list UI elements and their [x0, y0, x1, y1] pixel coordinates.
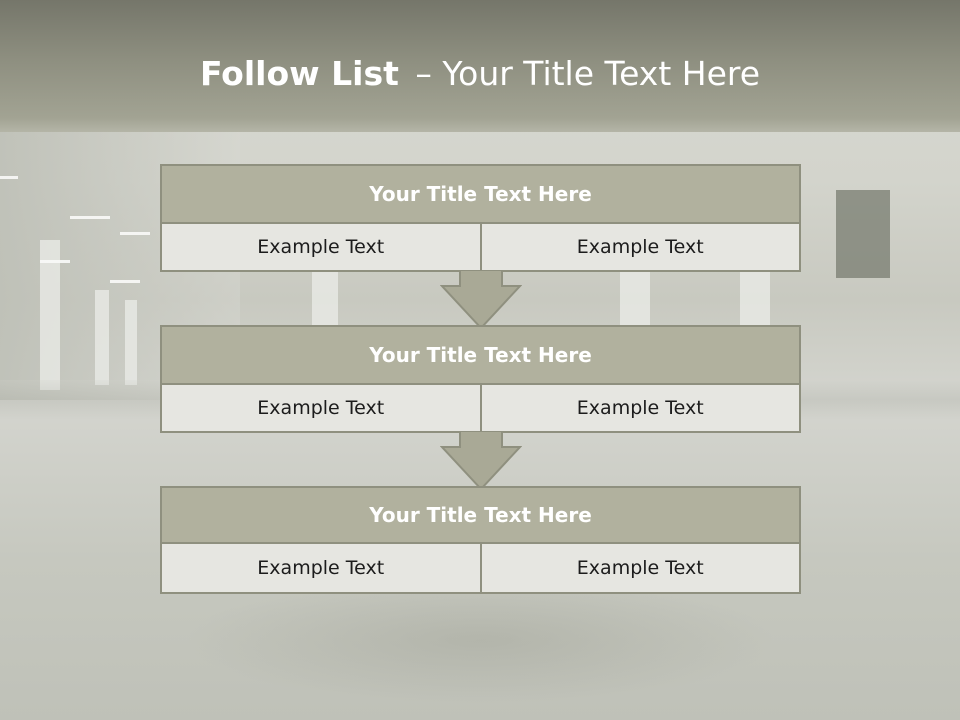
background-pillar — [125, 300, 137, 385]
background-ceiling-light — [40, 260, 70, 263]
step-right-text: Example Text — [479, 544, 799, 592]
down-arrow-icon — [440, 431, 522, 491]
step-right-text: Example Text — [479, 385, 799, 431]
background-pillar — [95, 290, 109, 385]
slide-title-bold: Follow List — [199, 54, 399, 93]
step-title: Your Title Text Here — [162, 488, 799, 544]
background-pillar — [312, 270, 338, 325]
slide-title: Follow List – Your Title Text Here — [0, 54, 960, 93]
background-ceiling-light — [110, 280, 140, 283]
step-box-1: Your Title Text Here Example Text Exampl… — [160, 164, 801, 272]
step-row: Example Text Example Text — [162, 385, 799, 431]
background-ceiling-light — [120, 232, 150, 235]
step-box-3: Your Title Text Here Example Text Exampl… — [160, 486, 801, 594]
step-left-text: Example Text — [162, 385, 480, 431]
title-band — [0, 0, 960, 132]
step-row: Example Text Example Text — [162, 224, 799, 270]
step-title: Your Title Text Here — [162, 327, 799, 385]
step-left-text: Example Text — [162, 224, 480, 270]
slide-title-rest: Your Title Text Here — [442, 54, 761, 93]
slide-title-separator: – — [415, 54, 432, 93]
step-box-2: Your Title Text Here Example Text Exampl… — [160, 325, 801, 433]
step-row: Example Text Example Text — [162, 544, 799, 592]
background-pillar — [40, 240, 60, 390]
down-arrow-icon — [440, 270, 522, 330]
background-pillar — [620, 270, 650, 330]
step-right-text: Example Text — [479, 224, 799, 270]
background-ceiling-light — [70, 216, 110, 219]
step-title: Your Title Text Here — [162, 166, 799, 224]
background-ceiling-light — [0, 176, 18, 179]
background-pillar — [740, 270, 770, 330]
step-left-text: Example Text — [162, 544, 480, 592]
background-wall-panel — [836, 190, 890, 278]
